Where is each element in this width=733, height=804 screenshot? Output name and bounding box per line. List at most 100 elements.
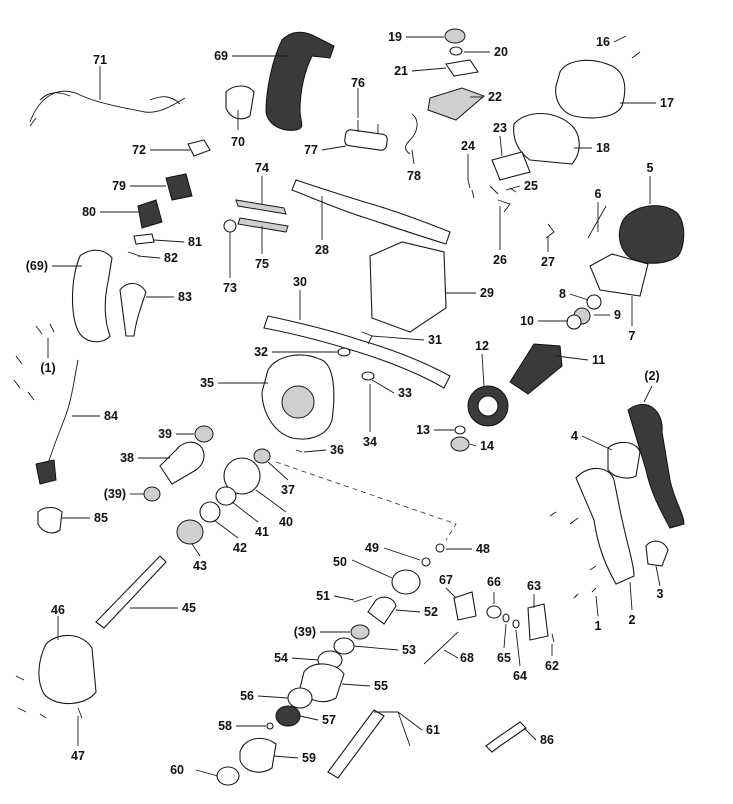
leader-21 [411,67,447,72]
leader-2 [629,581,633,611]
callout-label: 1 [595,619,602,633]
part-78-spring-wire [405,113,418,155]
leader-57 [299,715,319,721]
callout-label: 69 [214,49,228,63]
leader-12 [481,353,485,387]
callout-label: 79 [112,179,126,193]
part-58-ball [266,722,274,730]
part-56-ring [287,687,313,709]
part-51-pin [353,595,373,603]
callout-label: 86 [540,733,554,747]
callout-label: 5 [647,161,654,175]
part-61-chisel [327,709,385,779]
part-30-frame [263,315,451,389]
part-42-snap-ring [199,501,221,523]
part-65-washer [502,613,510,623]
callout-label: 46 [51,603,65,617]
leader-53 [353,645,399,651]
callout-label: 59 [302,751,316,765]
callout-label: 50 [333,555,347,569]
part-8-ring [586,294,602,310]
part-12-gear-hub [477,395,499,417]
leader-43 [191,543,201,557]
callout-label: (39) [104,487,126,501]
part-59-sleeve [239,737,277,773]
leader-54 [291,657,319,661]
callout-label: 51 [316,589,330,603]
callout-label: 57 [322,713,336,727]
part-70-cap [225,85,255,120]
callout-label: 53 [402,643,416,657]
callout-label: 41 [255,525,269,539]
callout-label: 6 [595,187,602,201]
callout-label: 23 [493,121,507,135]
leader-25 [505,185,521,191]
callout-label: 84 [104,409,118,423]
part-71-wire-harness [29,90,186,127]
part-6-pin [587,205,607,239]
callout-label: 36 [330,443,344,457]
part-64-washer [512,619,520,629]
leader-3 [655,565,661,587]
leader-1b [595,595,599,617]
part-24-pin [467,179,475,199]
part-39c-ring [350,624,370,640]
leader-82 [137,255,161,259]
leader-60 [195,769,219,777]
callout-label: 9 [614,308,621,322]
callout-label: 70 [231,135,245,149]
part-5-stator [618,205,685,264]
part-50-bearing [391,569,421,595]
part-77-switch-button [344,129,388,151]
callout-label: 77 [304,143,318,157]
callout-label: 26 [493,253,507,267]
part-2b-handle [627,404,685,529]
part-63-housing [527,603,549,641]
part-35-bore [281,385,315,419]
leader-65 [503,623,507,649]
part-25-pin [489,185,517,195]
callout-label: 11 [592,353,605,367]
callout-label: 3 [657,587,664,601]
callout-label: 72 [132,143,146,157]
leader-56 [257,695,289,699]
part-73-ring [223,219,237,233]
leader-41 [231,501,259,523]
callout-label: 80 [82,205,96,219]
callout-label: 63 [527,579,541,593]
callout-label: 29 [480,286,494,300]
callout-label: 2 [629,613,636,627]
part-23-block [491,151,531,181]
part-36-pin [295,449,303,453]
part-1-screw-right [549,511,597,599]
part-27-clip [545,223,555,239]
callout-label: 13 [416,423,430,437]
callout-label: 73 [223,281,237,295]
callout-label: 64 [513,669,527,683]
part-40-gear [223,457,261,495]
callout-label: 7 [629,329,636,343]
callout-label: 54 [274,651,288,665]
leader-78 [411,149,415,165]
callout-label: 47 [71,749,85,763]
part-39-bearing [194,425,214,443]
part-80-switch [137,199,163,229]
callout-label: 31 [428,333,442,347]
part-14-bearing [450,436,470,452]
leader-11 [555,355,589,361]
callout-label: 4 [571,429,578,443]
callout-label: 75 [255,257,269,271]
callout-label: 60 [170,763,184,777]
callout-label: 8 [559,287,566,301]
part-3-cap [645,540,669,567]
callout-label: 42 [233,541,247,555]
part-41-ring [215,486,237,506]
part-28-frame [291,179,451,245]
callout-label: 25 [524,179,538,193]
part-75-bracket [237,217,289,233]
part-46-nose-housing [38,634,97,705]
callout-label: 39 [158,427,172,441]
callout-label: 33 [398,386,412,400]
callout-label: 20 [494,45,508,59]
callout-label: 83 [178,290,192,304]
